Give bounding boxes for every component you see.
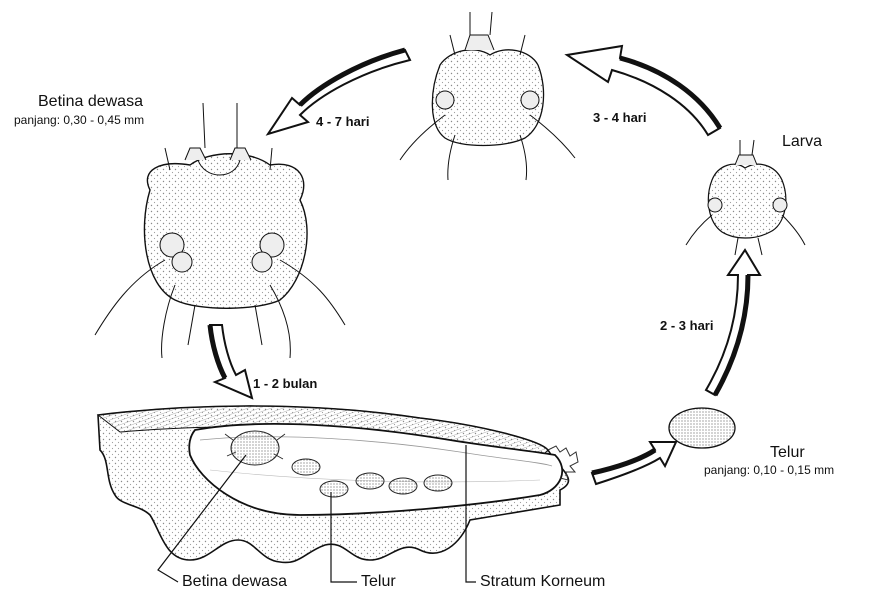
duration-egg-to-larva: 2 - 3 hari — [660, 318, 713, 333]
bottom-label-egg: Telur — [361, 573, 396, 591]
adult-length: panjang: 0,30 - 0,45 mm — [14, 113, 144, 127]
nymph-mite — [400, 12, 575, 180]
bottom-label-adult: Betina dewasa — [182, 573, 287, 591]
larva-label: Larva — [782, 133, 822, 151]
duration-larva-to-nymph: 3 - 4 hari — [593, 110, 646, 125]
egg-length: panjang: 0,10 - 0,15 mm — [704, 463, 834, 477]
duration-adult-to-burrow: 1 - 2 bulan — [253, 376, 317, 391]
arrow-egg-to-larva — [706, 250, 760, 395]
duration-nymph-to-adult: 4 - 7 hari — [316, 114, 369, 129]
adult-title: Betina dewasa — [38, 93, 143, 111]
skin-cross-section — [98, 406, 578, 562]
adult-female-mite — [95, 103, 345, 358]
bottom-label-stratum: Stratum Korneum — [480, 573, 605, 591]
egg-title: Telur — [770, 444, 805, 462]
egg — [669, 408, 735, 448]
larva-mite — [686, 140, 805, 255]
